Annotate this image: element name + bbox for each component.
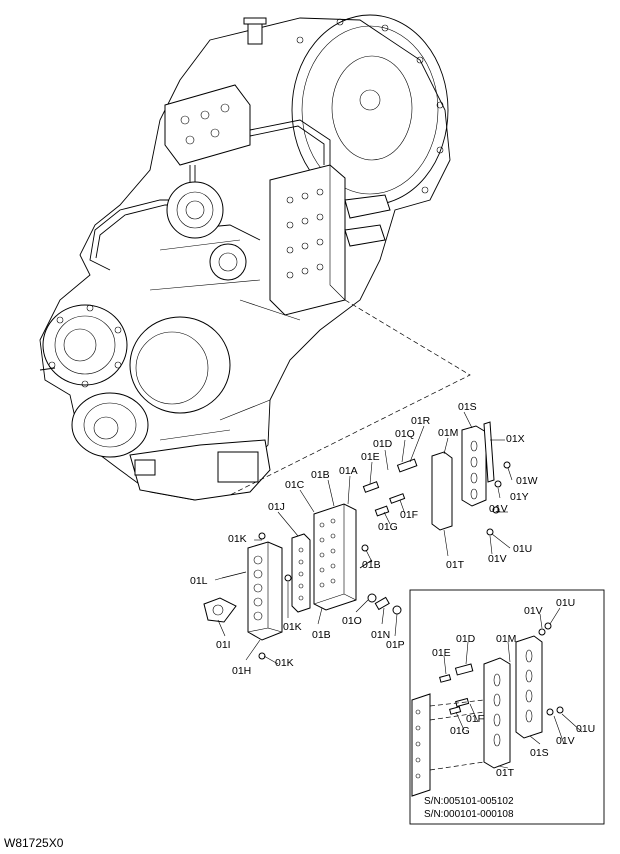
serial-range-2: S/N:000101-000108 (424, 809, 514, 820)
part-01L-bolt (221, 571, 247, 579)
label-01B-bot: 01B (312, 629, 331, 641)
serial-range-1: S/N:005101-005102 (424, 796, 514, 807)
label-01K-b: 01K (283, 621, 302, 633)
label-inset-01G: 01G (450, 725, 470, 737)
label-01I: 01I (216, 639, 231, 651)
label-01O: 01O (342, 615, 362, 627)
label-inset-01M: 01M (496, 633, 516, 645)
label-01B-mid: 01B (362, 559, 381, 571)
label-01C: 01C (285, 479, 305, 491)
label-inset-01U: 01U (556, 597, 575, 609)
part-01G-plug (374, 505, 390, 517)
part-01H-valve-block (247, 541, 283, 641)
part-01F-pin (389, 493, 406, 504)
label-inset-01T: 01T (496, 767, 515, 779)
label-01V-mid-2: 01V (488, 553, 507, 565)
part-01O-oring (367, 593, 377, 603)
label-01K-c: 01K (275, 657, 294, 669)
label-01J: 01J (268, 501, 285, 513)
label-01L: 01L (190, 575, 208, 587)
label-inset-01F: 01F (466, 713, 484, 725)
label-01T: 01T (446, 559, 465, 571)
label-01V-mid-1: 01V (489, 503, 508, 515)
label-inset-01S: 01S (530, 747, 549, 759)
drawing-code: W81725X0 (4, 836, 64, 850)
label-01E: 01E (361, 451, 380, 463)
part-01Q-plug (396, 458, 418, 473)
label-inset-01U-2: 01U (576, 723, 595, 735)
label-01X: 01X (506, 433, 525, 445)
label-01G: 01G (378, 521, 398, 533)
label-01P: 01P (386, 639, 405, 651)
part-01N-plug (374, 596, 390, 611)
label-01Q: 01Q (395, 428, 415, 440)
label-01W: 01W (516, 475, 538, 487)
leader-lines (214, 411, 513, 665)
label-01D: 01D (373, 438, 393, 450)
exploded-parts (203, 421, 511, 660)
label-inset-01V-2: 01V (556, 735, 575, 747)
assembly-guide-line (229, 299, 471, 496)
part-labels: 01S 01R 01Q 01M 01D 01X 01E 01A 01B 01C … (190, 401, 595, 779)
part-01T-plate (431, 451, 453, 531)
part-01E-spring (362, 481, 380, 493)
label-01Y: 01Y (510, 491, 529, 503)
serial-number-inset (409, 589, 605, 825)
label-01F: 01F (400, 509, 418, 521)
label-01M: 01M (438, 427, 458, 439)
part-01B-bolt (361, 544, 369, 552)
part-01S-cover (461, 425, 487, 507)
part-01X-bracket (483, 421, 495, 483)
label-inset-01D: 01D (456, 633, 476, 645)
part-01J-gasket (291, 533, 311, 613)
label-01K-a: 01K (228, 533, 247, 545)
label-01B: 01B (311, 469, 330, 481)
label-01U-mid: 01U (513, 543, 532, 555)
label-inset-01E: 01E (432, 647, 451, 659)
label-01H: 01H (232, 665, 251, 677)
part-01I-solenoid (203, 597, 237, 623)
label-01A: 01A (339, 465, 358, 477)
transmission-assembly (39, 14, 451, 501)
label-01N: 01N (371, 629, 390, 641)
label-01S: 01S (458, 401, 477, 413)
label-inset-01V: 01V (524, 605, 543, 617)
label-01R: 01R (411, 415, 431, 427)
part-01P-plug (392, 605, 402, 615)
